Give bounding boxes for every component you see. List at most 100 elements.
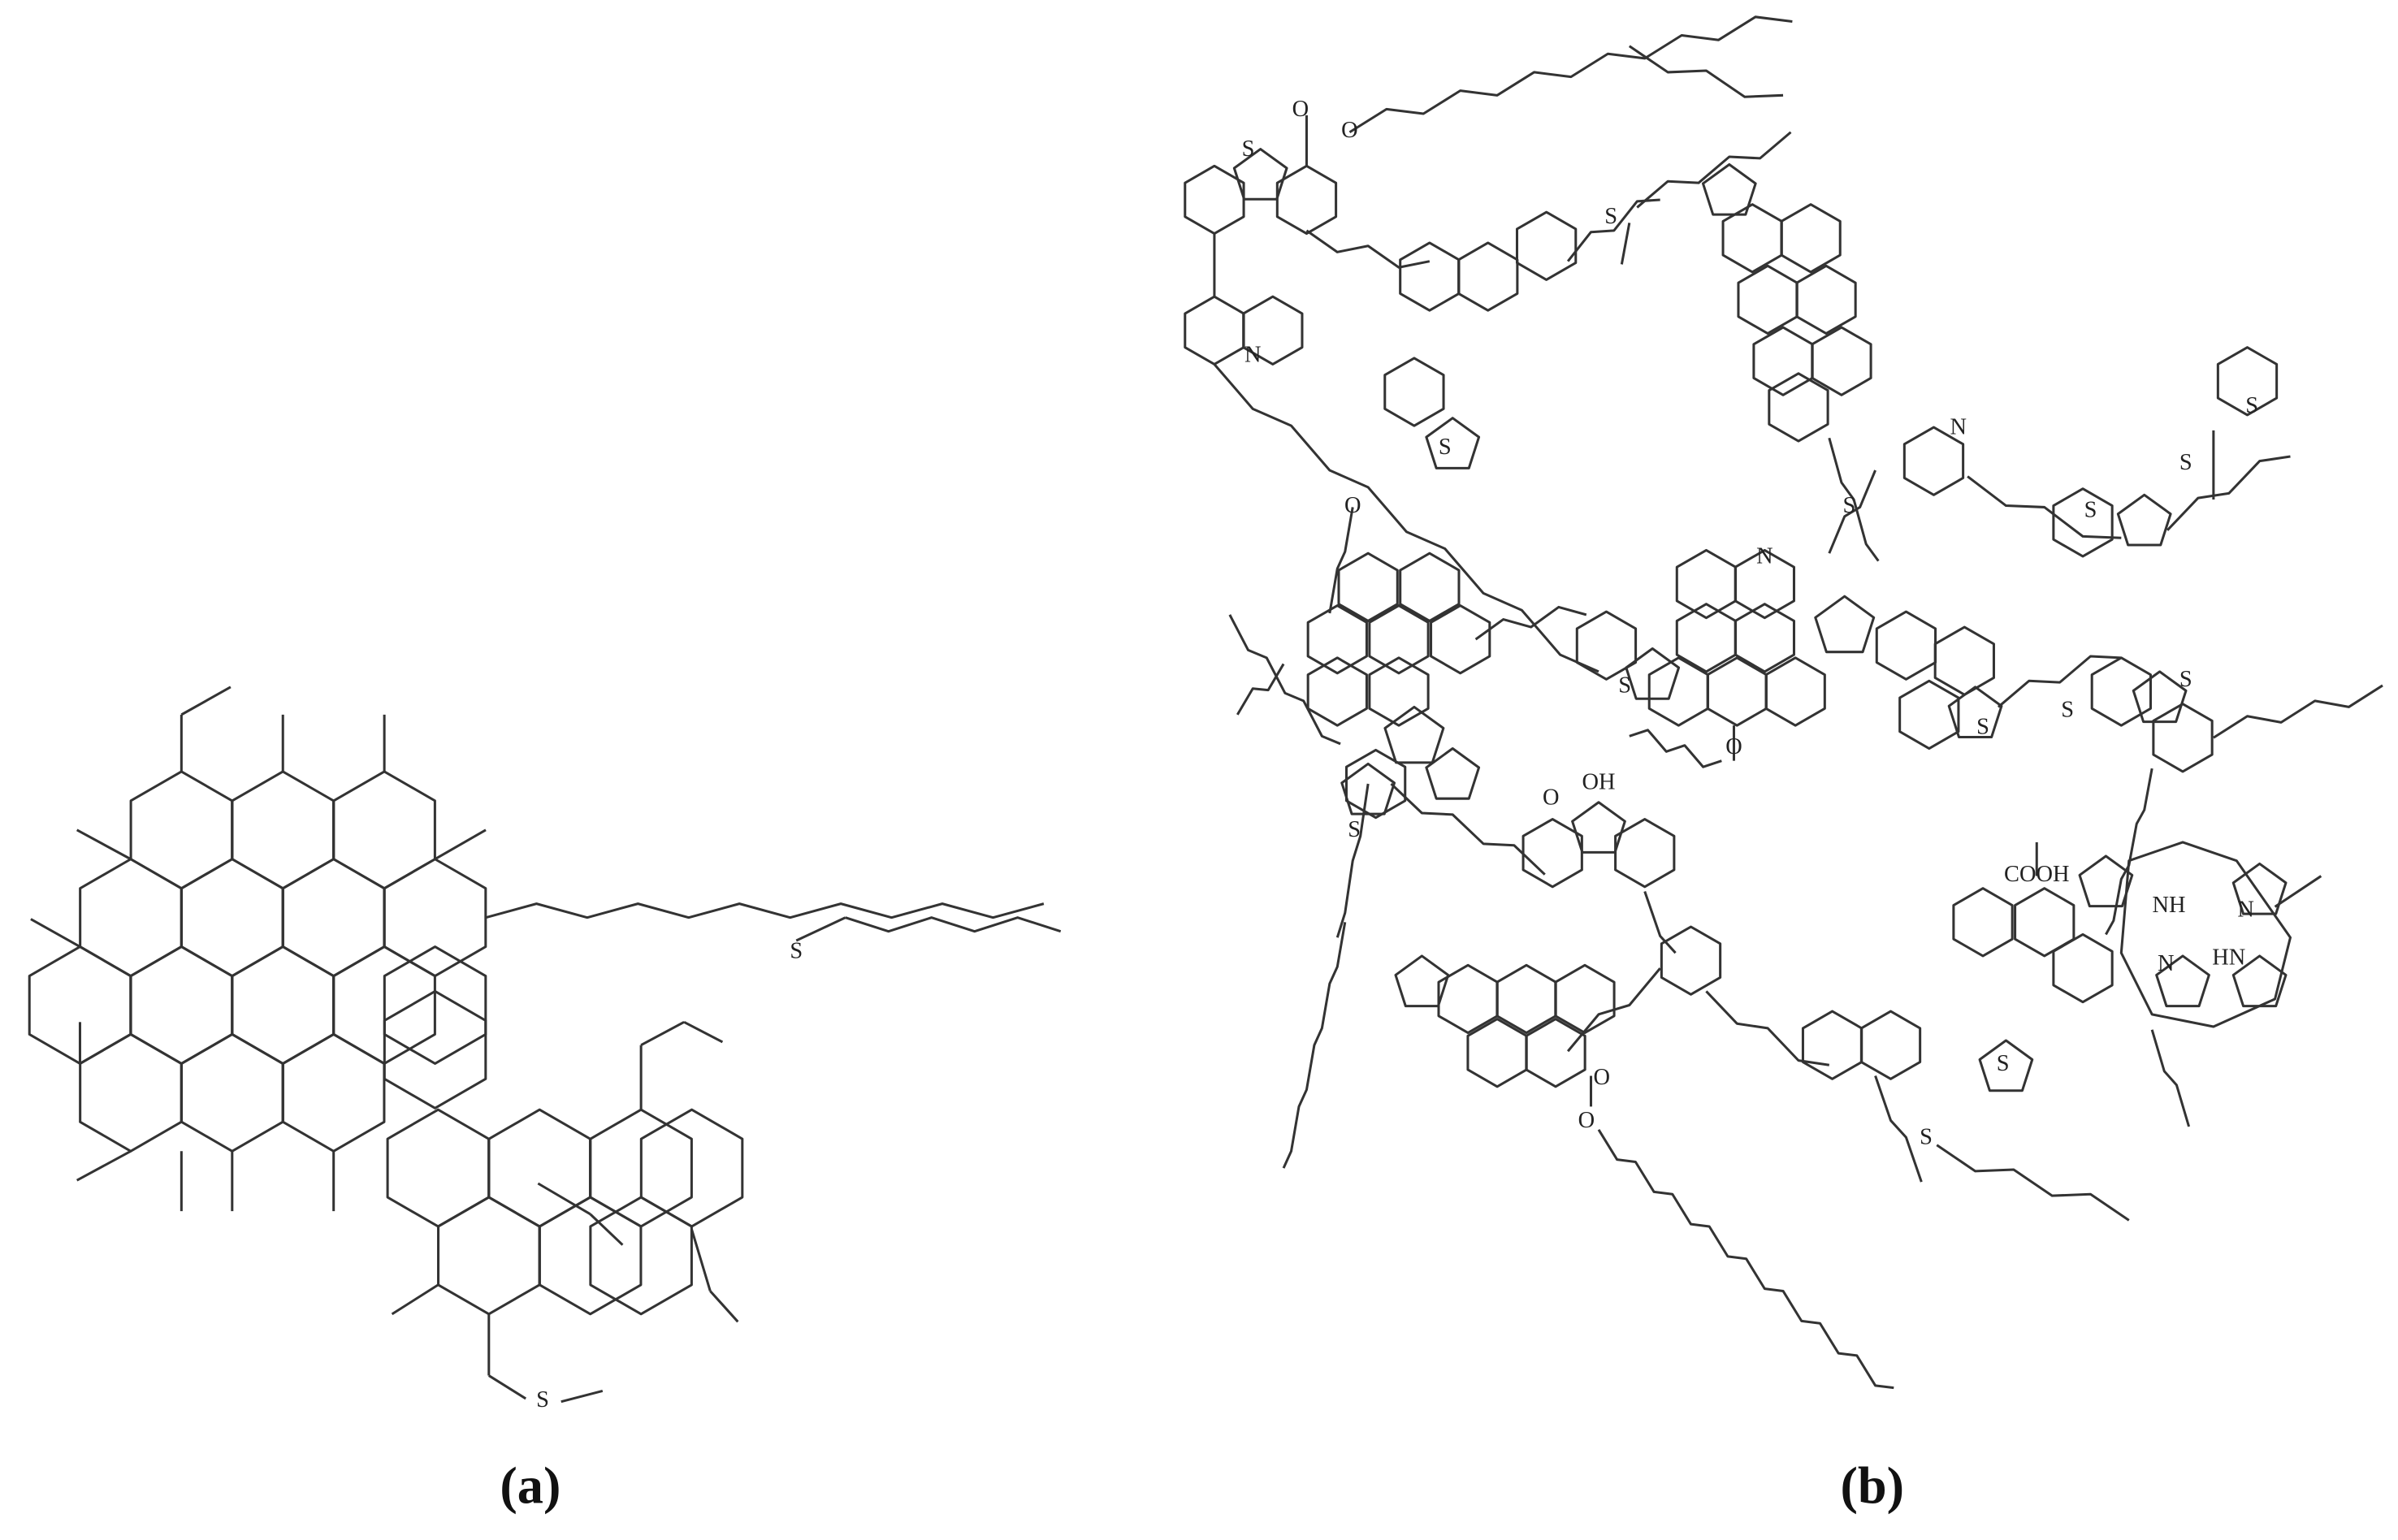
ring: [1457, 241, 1519, 312]
ring: [1801, 1010, 1863, 1080]
ring: [1383, 705, 1445, 764]
bond-line: [1620, 223, 1631, 265]
ring: [589, 1196, 693, 1316]
ring: [1306, 604, 1368, 675]
ring: [1340, 762, 1396, 815]
bond-line: [487, 1374, 527, 1400]
ring: [231, 945, 335, 1065]
ring: [383, 989, 487, 1110]
ring: [281, 1032, 386, 1153]
ring: [1430, 604, 1491, 675]
chain-bond: [1997, 655, 2122, 708]
atom-label: O: [1594, 1065, 1611, 1090]
atom-label: O: [1543, 785, 1560, 810]
ring: [129, 945, 234, 1065]
ring: [1859, 1010, 1922, 1080]
ring: [281, 858, 386, 978]
atom-label: S: [1920, 1125, 1933, 1150]
chain-bond: [1282, 922, 1347, 1169]
ring: [129, 770, 234, 890]
atom-label: S: [536, 1387, 549, 1412]
ring: [1947, 686, 2003, 739]
ring: [538, 1196, 643, 1316]
chain-bond: [1236, 663, 1285, 716]
ring: [2116, 493, 2172, 547]
ring: [1675, 548, 1738, 620]
chain-bond: [1936, 1144, 2130, 1222]
ring: [1701, 162, 1757, 216]
ring: [2132, 670, 2188, 724]
bond-line: [683, 1020, 724, 1044]
ring: [1306, 656, 1368, 727]
ring: [1764, 656, 1826, 727]
chain-bond: [1828, 437, 1880, 562]
atom-label: O: [1344, 493, 1361, 518]
ring: [1952, 887, 2014, 958]
ring: [1933, 625, 1995, 696]
chain-bond: [1474, 605, 1587, 641]
chain-bond: [1628, 45, 1784, 98]
ring: [332, 770, 436, 890]
ring: [231, 770, 335, 890]
ring: [1425, 417, 1481, 469]
ring: [1734, 603, 1795, 673]
atom-label: S: [2179, 450, 2192, 475]
ring: [1425, 746, 1481, 800]
chain-bond: [1335, 783, 1370, 938]
ring: [1795, 264, 1857, 335]
ring: [1232, 148, 1288, 201]
bond-line: [690, 1229, 712, 1291]
ring: [437, 1196, 541, 1316]
atom-label: O: [1341, 118, 1358, 143]
ring: [1337, 552, 1399, 622]
ring: [2052, 932, 2114, 1004]
chain-bond: [2105, 768, 2153, 936]
ring: [386, 1108, 491, 1228]
chain-bond: [1348, 15, 1793, 134]
atom-label: S: [1997, 1051, 2010, 1076]
ring: [1275, 164, 1338, 236]
chain-bond: [1967, 475, 2122, 539]
chain-bond: [485, 902, 1045, 919]
bond-line: [76, 1149, 132, 1182]
atom-label: O: [1292, 97, 1309, 122]
ring: [1875, 610, 1937, 681]
atom-label: NH: [2152, 893, 2185, 918]
chain-bond: [1705, 990, 1830, 1066]
panel-label-a: (a): [500, 1457, 561, 1515]
bond-line: [180, 686, 232, 716]
atom-label: N: [1756, 543, 1773, 569]
chain-bond: [2166, 455, 2291, 531]
ring: [1399, 241, 1461, 312]
chain-bond: [845, 916, 1062, 933]
bond-line: [795, 916, 846, 942]
structure-b-bonds: [1184, 15, 2383, 1390]
ring: [1394, 954, 1450, 1008]
bond-line: [2274, 875, 2322, 908]
ring: [2155, 954, 2210, 1008]
ring: [383, 945, 487, 1065]
ring: [2231, 862, 2288, 915]
chain-bond: [2213, 684, 2383, 739]
chain-bond: [1228, 614, 1341, 746]
ring: [180, 1032, 284, 1153]
chain-bond: [1629, 729, 1722, 768]
bond-line: [589, 1213, 624, 1246]
chain-bond: [1643, 890, 1677, 954]
ring: [180, 858, 284, 978]
ring: [383, 858, 487, 978]
ring: [2216, 346, 2279, 417]
ring: [2014, 887, 2076, 958]
ring: [487, 1108, 592, 1228]
atom-label: N: [1244, 343, 1262, 368]
ring: [1344, 748, 1407, 820]
chain-bond: [1597, 1128, 1894, 1390]
ring: [1368, 604, 1430, 675]
ring: [79, 858, 183, 978]
atom-label: HN: [2212, 945, 2245, 970]
ring: [1660, 925, 1722, 996]
chain-bond: [1328, 507, 1354, 614]
chain-bond: [1305, 229, 1431, 269]
ring: [2152, 703, 2214, 773]
